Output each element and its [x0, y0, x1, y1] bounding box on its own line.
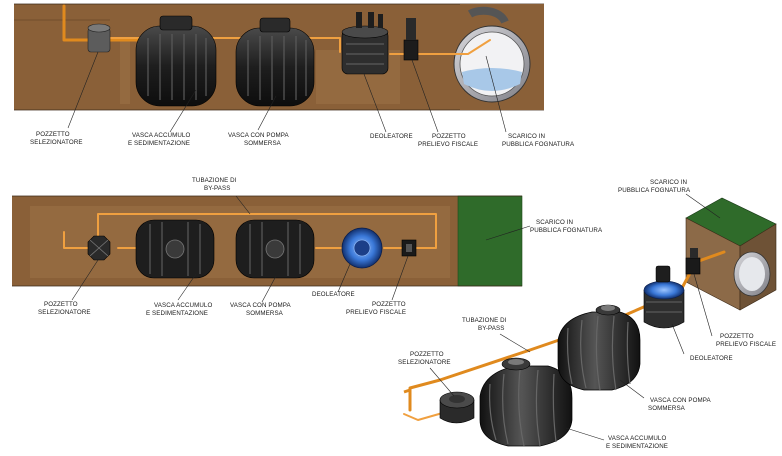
iso-section: SCARICO IN PUBBLICA FOGNATURA TUBAZIONE … [398, 179, 777, 450]
middle-vasca-accumulo [135, 219, 215, 279]
svg-text:E SEDIMENTAZIONE: E SEDIMENTAZIONE [606, 443, 668, 450]
top-label-scarico: SCARICO IN PUBBLICA FOGNATURA [485, 55, 575, 148]
svg-text:POZZETTO: POZZETTO [44, 301, 78, 308]
top-label-vasca-pompa: VASCA CON POMPA SOMMERSA [228, 95, 290, 147]
middle-pozzetto-prelievo [401, 239, 417, 257]
middle-label-scarico: SCARICO IN PUBBLICA FOGNATURA [485, 219, 603, 241]
svg-text:PUBBLICA FOGNATURA: PUBBLICA FOGNATURA [502, 141, 575, 148]
middle-vasca-pompa [235, 219, 315, 279]
svg-text:VASCA CON POMPA: VASCA CON POMPA [230, 302, 292, 309]
svg-text:PUBBLICA FOGNATURA: PUBBLICA FOGNATURA [530, 227, 603, 234]
top-deoleatore [341, 12, 389, 75]
middle-bypass-pipe [97, 213, 437, 249]
svg-text:VASCA CON POMPA: VASCA CON POMPA [228, 132, 290, 139]
middle-pozzetto-selezionatore [87, 235, 111, 261]
svg-text:DEOLEATORE: DEOLEATORE [370, 133, 413, 140]
top-section: POZZETTO SELEZIONATORE VASCA ACCUMULO E … [14, 3, 575, 148]
iso-label-vasca-accumulo: VASCA ACCUMULO E SEDIMENTAZIONE [565, 427, 668, 450]
top-label-pozzetto-prelievo: POZZETTO PRELIEVO FISCALE [411, 59, 478, 148]
iso-label-tubazione-bypass: TUBAZIONE DI BY-PASS [462, 317, 531, 353]
svg-text:PUBBLICA FOGNATURA: PUBBLICA FOGNATURA [618, 187, 691, 194]
svg-text:VASCA ACCUMULO: VASCA ACCUMULO [132, 132, 190, 139]
svg-text:PRELIEVO FISCALE: PRELIEVO FISCALE [346, 309, 406, 316]
sewer-pipe-top [453, 4, 544, 110]
middle-label-vasca-accumulo: VASCA ACCUMULO E SEDIMENTAZIONE [146, 273, 212, 317]
svg-text:POZZETTO: POZZETTO [410, 351, 444, 358]
svg-text:SOMMERSA: SOMMERSA [246, 310, 284, 317]
svg-text:BY-PASS: BY-PASS [204, 185, 231, 192]
iso-vasca-accumulo [479, 357, 573, 447]
svg-text:POZZETTO: POZZETTO [36, 131, 70, 138]
svg-text:VASCA ACCUMULO: VASCA ACCUMULO [608, 435, 666, 442]
svg-text:PRELIEVO FISCALE: PRELIEVO FISCALE [418, 141, 478, 148]
top-label-deoleatore: DEOLEATORE [363, 73, 413, 140]
top-excavation [120, 40, 400, 104]
svg-text:TUBAZIONE DI: TUBAZIONE DI [462, 317, 507, 324]
middle-label-deoleatore: DEOLEATORE [312, 263, 355, 298]
svg-text:SELEZIONATORE: SELEZIONATORE [398, 359, 451, 366]
middle-label-tubazione-bypass: TUBAZIONE DI BY-PASS [192, 177, 251, 215]
middle-label-pozzetto-selezionatore: POZZETTO SELEZIONATORE [38, 259, 99, 316]
svg-text:POZZETTO: POZZETTO [432, 133, 466, 140]
svg-text:SCARICO IN: SCARICO IN [536, 219, 573, 226]
svg-text:VASCA ACCUMULO: VASCA ACCUMULO [154, 302, 212, 309]
middle-section: TUBAZIONE DI BY-PASS SCARICO IN PUBBLICA… [12, 177, 603, 317]
top-vasca-pompa [235, 17, 315, 107]
svg-text:DEOLEATORE: DEOLEATORE [690, 355, 733, 362]
iso-chamber [685, 197, 777, 311]
top-label-vasca-accumulo: VASCA ACCUMULO E SEDIMENTAZIONE [128, 89, 197, 147]
svg-text:PRELIEVO FISCALE: PRELIEVO FISCALE [716, 341, 776, 348]
middle-label-pozzetto-prelievo: POZZETTO PRELIEVO FISCALE [346, 255, 409, 316]
svg-text:SCARICO IN: SCARICO IN [508, 133, 545, 140]
svg-text:E SEDIMENTAZIONE: E SEDIMENTAZIONE [146, 310, 208, 317]
top-pozzetto-prelievo [403, 18, 419, 61]
svg-text:SOMMERSA: SOMMERSA [648, 405, 686, 412]
iso-label-scarico: SCARICO IN PUBBLICA FOGNATURA [618, 179, 721, 219]
top-label-pozzetto-selezionatore: POZZETTO SELEZIONATORE [30, 51, 99, 146]
middle-grass [457, 195, 523, 287]
svg-text:POZZETTO: POZZETTO [372, 301, 406, 308]
top-pozzetto-selezionatore [87, 23, 111, 53]
iso-vasca-pompa [557, 304, 641, 391]
svg-text:DEOLEATORE: DEOLEATORE [312, 291, 355, 298]
svg-text:POZZETTO: POZZETTO [720, 333, 754, 340]
iso-pozzetto-selezionatore [439, 391, 475, 424]
svg-text:SOMMERSA: SOMMERSA [244, 140, 282, 147]
svg-text:BY-PASS: BY-PASS [478, 325, 505, 332]
top-vasca-accumulo [135, 15, 217, 107]
middle-label-vasca-pompa: VASCA CON POMPA SOMMERSA [230, 275, 292, 317]
svg-text:SELEZIONATORE: SELEZIONATORE [38, 309, 91, 316]
svg-text:TUBAZIONE DI: TUBAZIONE DI [192, 177, 237, 184]
iso-label-deoleatore: DEOLEATORE [671, 323, 733, 362]
iso-label-vasca-pompa: VASCA CON POMPA SOMMERSA [619, 379, 712, 412]
iso-label-pozzetto-prelievo: POZZETTO PRELIEVO FISCALE [693, 273, 776, 348]
iso-deoleatore [643, 265, 685, 329]
iso-pozzetto-prelievo [685, 248, 701, 275]
svg-text:VASCA CON POMPA: VASCA CON POMPA [650, 397, 712, 404]
iso-label-pozzetto-selezionatore: POZZETTO SELEZIONATORE [398, 351, 455, 397]
svg-text:SCARICO IN: SCARICO IN [650, 179, 687, 186]
svg-text:SELEZIONATORE: SELEZIONATORE [30, 139, 83, 146]
svg-text:E SEDIMENTAZIONE: E SEDIMENTAZIONE [128, 140, 190, 147]
middle-deoleatore [341, 227, 383, 269]
